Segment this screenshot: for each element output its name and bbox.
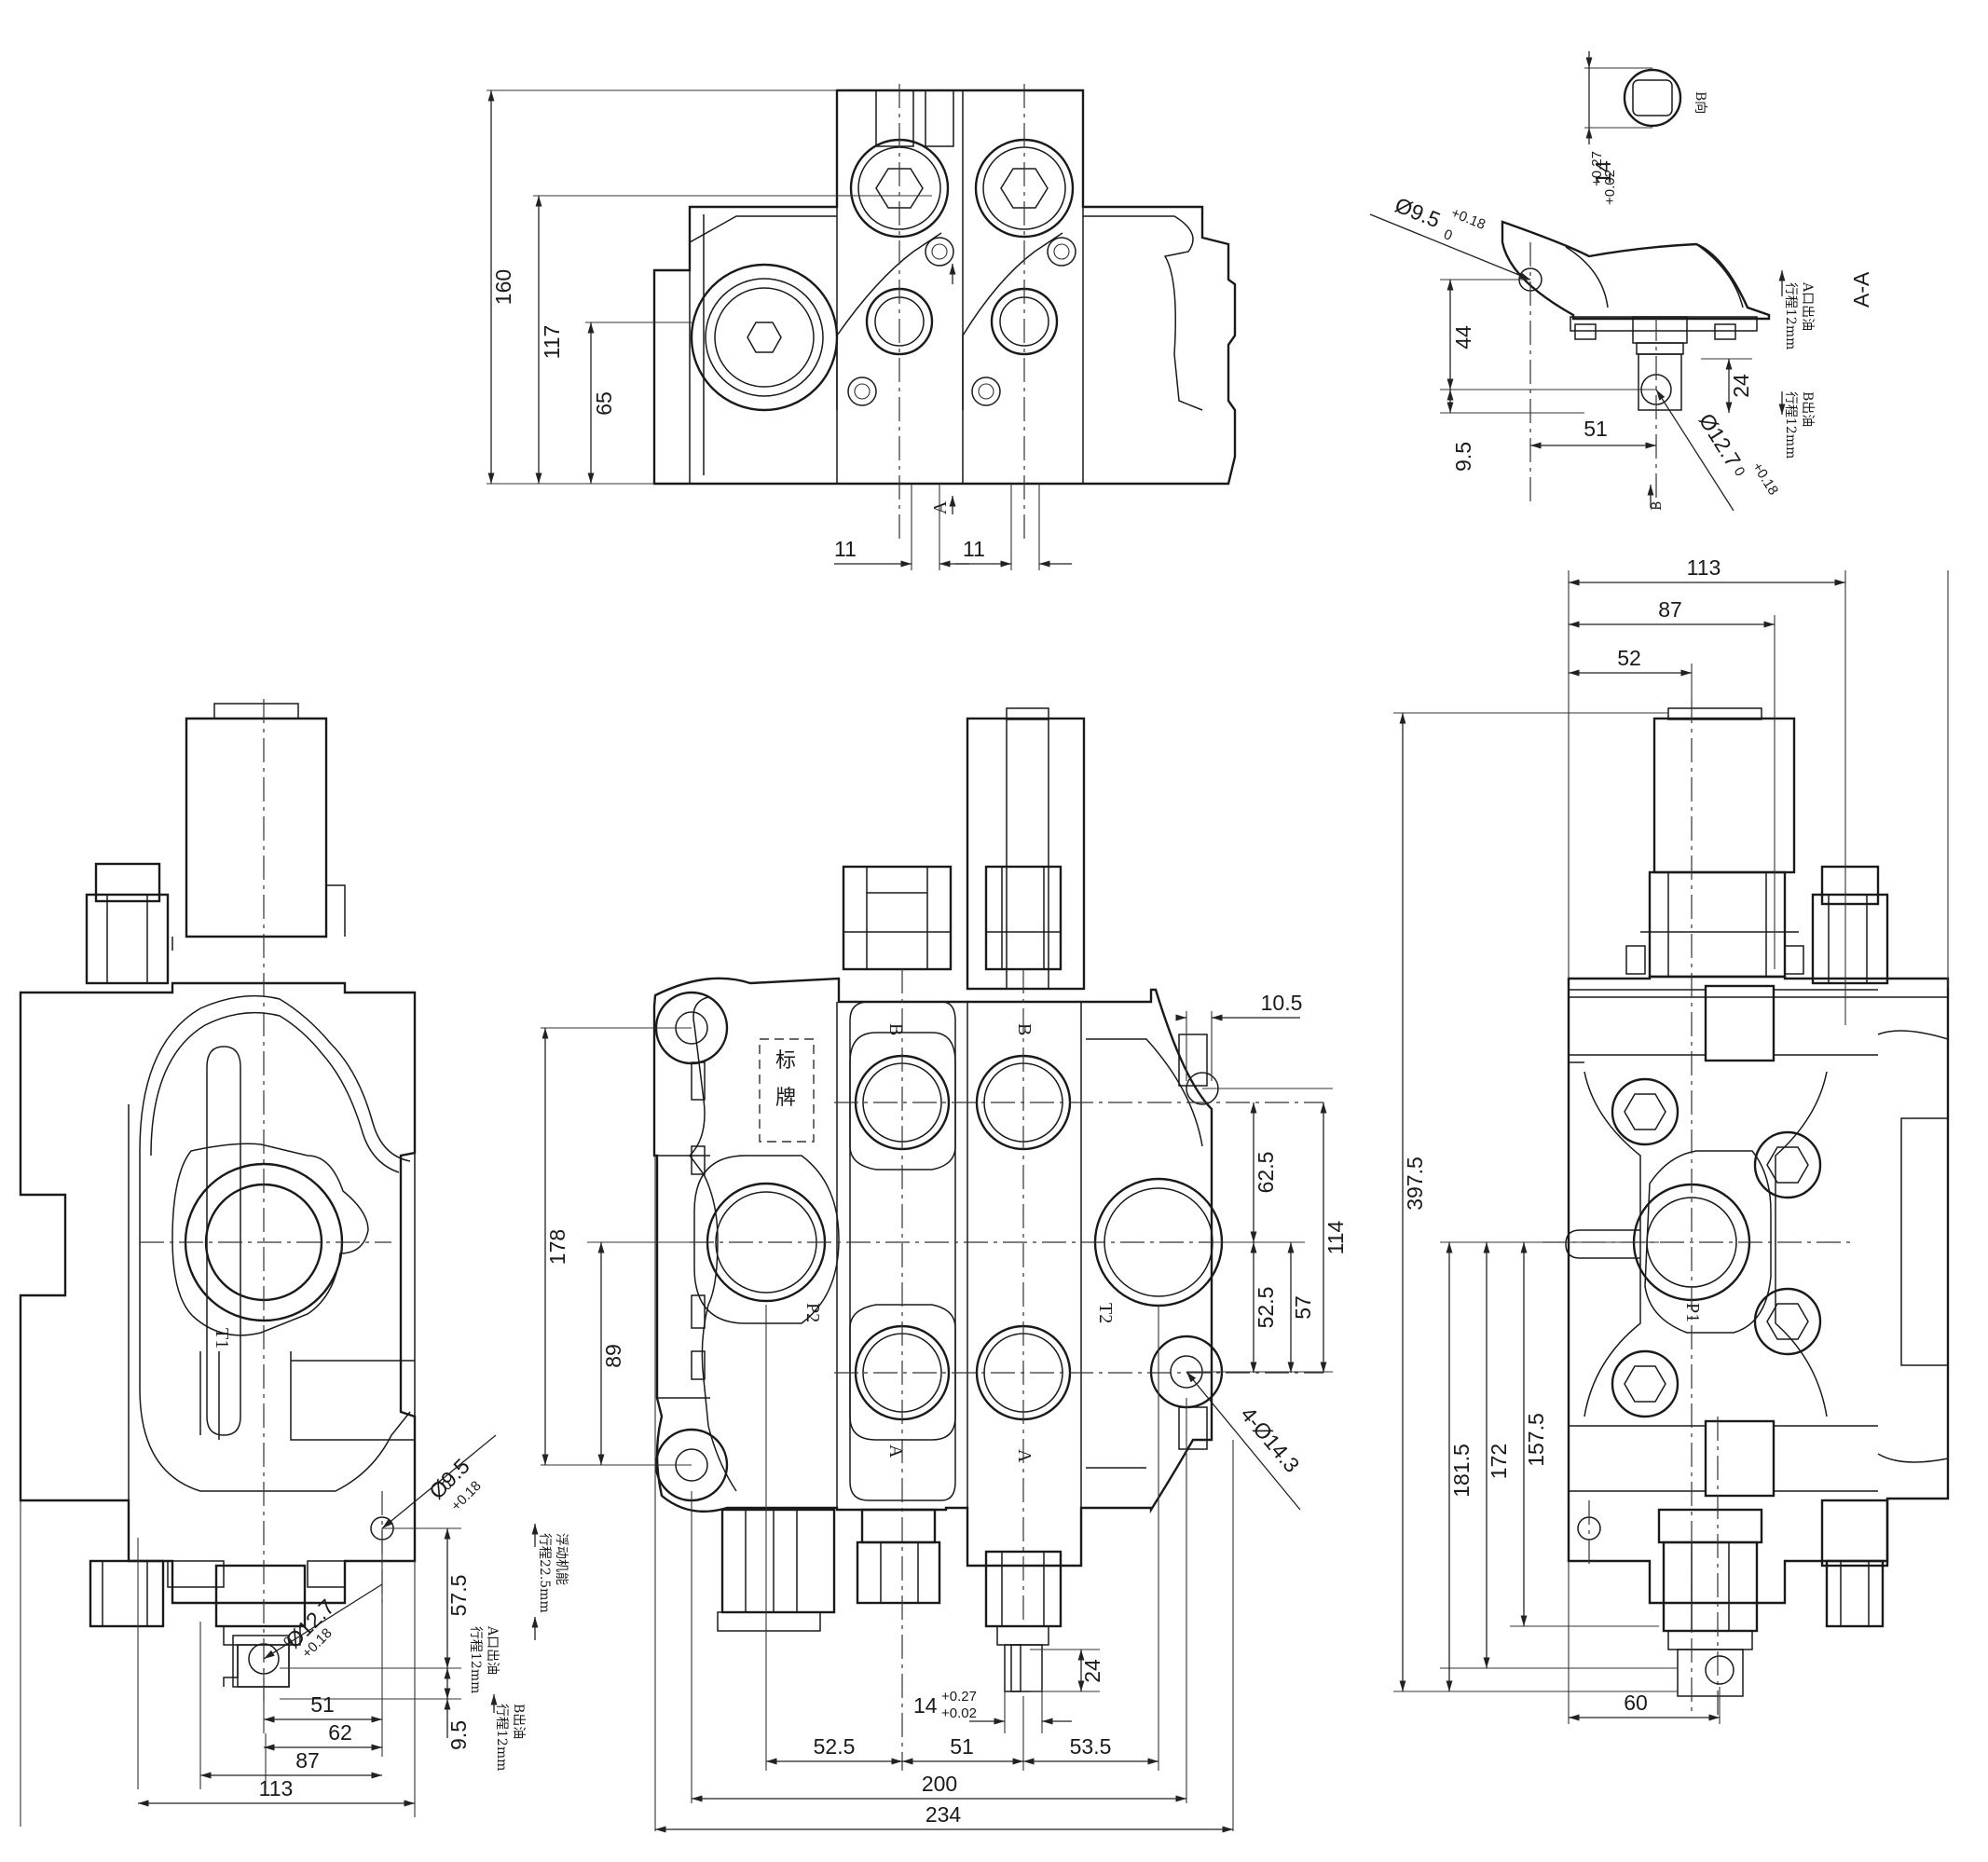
nameplate-char-2: 牌 — [775, 1087, 796, 1110]
section-view: 14 +0.27 +0.02 B向 Ø9.5 +0.18 0 44 9.5 — [1369, 51, 1873, 513]
front-port-a1: A — [885, 1444, 906, 1458]
right-port-label: P1 — [1682, 1303, 1703, 1322]
left-note-float-2: 行程22.5mm — [537, 1533, 552, 1613]
front-dim-625: 62.5 — [1254, 1152, 1278, 1194]
top-round-plug — [690, 263, 839, 412]
right-bolt-tl — [1611, 1077, 1680, 1146]
front-dim-200: 200 — [922, 1772, 957, 1796]
front-dim-535: 53.5 — [1070, 1734, 1112, 1759]
left-note-b-2: 行程12mm — [494, 1704, 509, 1771]
front-port-p2: P2 — [802, 1303, 823, 1322]
front-dim-57: 57 — [1291, 1295, 1315, 1320]
b-detail-label: B向 — [1693, 91, 1707, 114]
top-dim-11-left: 11 — [834, 537, 857, 561]
left-dim-95: 9.5 — [446, 1720, 471, 1750]
front-dim-51: 51 — [950, 1734, 974, 1759]
left-dim-62: 62 — [328, 1720, 352, 1745]
right-dim-1575: 157.5 — [1524, 1413, 1548, 1467]
front-holes: 4-Ø14.3 — [1236, 1403, 1304, 1477]
left-note-a-2: 行程12mm — [468, 1626, 483, 1693]
section-note-a-1: A口出油 — [1800, 281, 1815, 331]
right-dim-172: 172 — [1487, 1444, 1511, 1479]
section-d95-lower: 0 — [1442, 226, 1455, 244]
section-dim-44: 44 — [1451, 325, 1475, 349]
right-bolt-tr — [1753, 1130, 1822, 1199]
b-detail-14-lower: +0.02 — [1602, 170, 1618, 205]
right-dim-87: 87 — [1658, 597, 1682, 622]
section-dim-95: 9.5 — [1451, 442, 1475, 472]
front-port-b2: B — [1014, 1023, 1035, 1035]
section-dim-24: 24 — [1729, 374, 1753, 398]
right-dim-3975: 397.5 — [1403, 1157, 1427, 1211]
right-bolt-bl — [1611, 1349, 1680, 1418]
left-note-a-1: A口出油 — [485, 1625, 500, 1675]
front-dim-525v: 52.5 — [1254, 1287, 1278, 1329]
right-dim-113: 113 — [1687, 555, 1721, 580]
front-dim-234: 234 — [925, 1802, 962, 1827]
top-dim-117: 117 — [540, 325, 564, 360]
right-view: P1 113 87 52 397.5 181.5 172 157.5 — [1393, 555, 1950, 1724]
front-tol-14-lower: +0.02 — [941, 1705, 977, 1721]
front-port-t2: T2 — [1095, 1303, 1116, 1323]
section-b-arrow: B — [1650, 501, 1665, 511]
left-note-b-1: B出油 — [511, 1704, 526, 1739]
section-d127-lower: 0 — [1731, 464, 1748, 479]
left-dim-87: 87 — [295, 1748, 320, 1773]
left-port-label: T1 — [212, 1328, 232, 1349]
right-dim-60: 60 — [1624, 1691, 1648, 1715]
nameplate — [759, 1038, 815, 1143]
left-view: T1 Ø9.5 +0.18 0 Ø12.7 +0.18 0 57 — [19, 699, 569, 1827]
front-dim-105: 10.5 — [1261, 991, 1303, 1015]
front-dim-178: 178 — [545, 1229, 569, 1265]
section-note-b-2: 行程12mm — [1783, 391, 1798, 459]
front-dim-114: 114 — [1323, 1220, 1348, 1254]
front-port-a2: A — [1014, 1449, 1035, 1463]
nameplate-char-1: 标 — [775, 1049, 796, 1073]
right-dim-1815: 181.5 — [1449, 1444, 1474, 1498]
front-port-b1: B — [885, 1023, 906, 1035]
lever-section — [1501, 220, 1771, 411]
b-detail-14: 14 — [1591, 160, 1615, 185]
section-note-a-2: 行程12mm — [1783, 282, 1798, 349]
section-dim-51: 51 — [1584, 417, 1608, 441]
front-dim-24: 24 — [1080, 1659, 1104, 1683]
left-dim-575: 57.5 — [446, 1575, 471, 1617]
left-dim-51: 51 — [310, 1692, 335, 1717]
top-dim-11-right: 11 — [963, 537, 985, 561]
left-note-float-1: 浮动机能 — [554, 1533, 569, 1585]
top-section-mark: A — [930, 500, 951, 514]
left-dim-113: 113 — [259, 1776, 294, 1800]
top-view: 160 117 65 A 11 11 — [487, 84, 1237, 570]
front-dim-89: 89 — [601, 1344, 625, 1368]
top-dim-160: 160 — [491, 269, 515, 305]
b-detail-14-upper: +0.27 — [1589, 151, 1605, 186]
front-tol-14: 14 — [913, 1693, 938, 1718]
section-note-b-1: B出油 — [1800, 391, 1815, 427]
right-bolt-br — [1753, 1287, 1822, 1356]
front-tol-14-upper: +0.27 — [941, 1689, 977, 1705]
front-view: P2 T2 B B A A 标 牌 178 89 62.5 — [541, 707, 1348, 1833]
section-d127-upper: +0.18 — [1749, 459, 1782, 498]
b-direction-detail: 14 +0.27 +0.02 B向 — [1584, 51, 1707, 205]
top-dim-65: 65 — [592, 391, 616, 416]
right-dim-52: 52 — [1617, 646, 1641, 670]
front-dim-525: 52.5 — [814, 1734, 856, 1759]
section-title: A-A — [1849, 271, 1873, 308]
